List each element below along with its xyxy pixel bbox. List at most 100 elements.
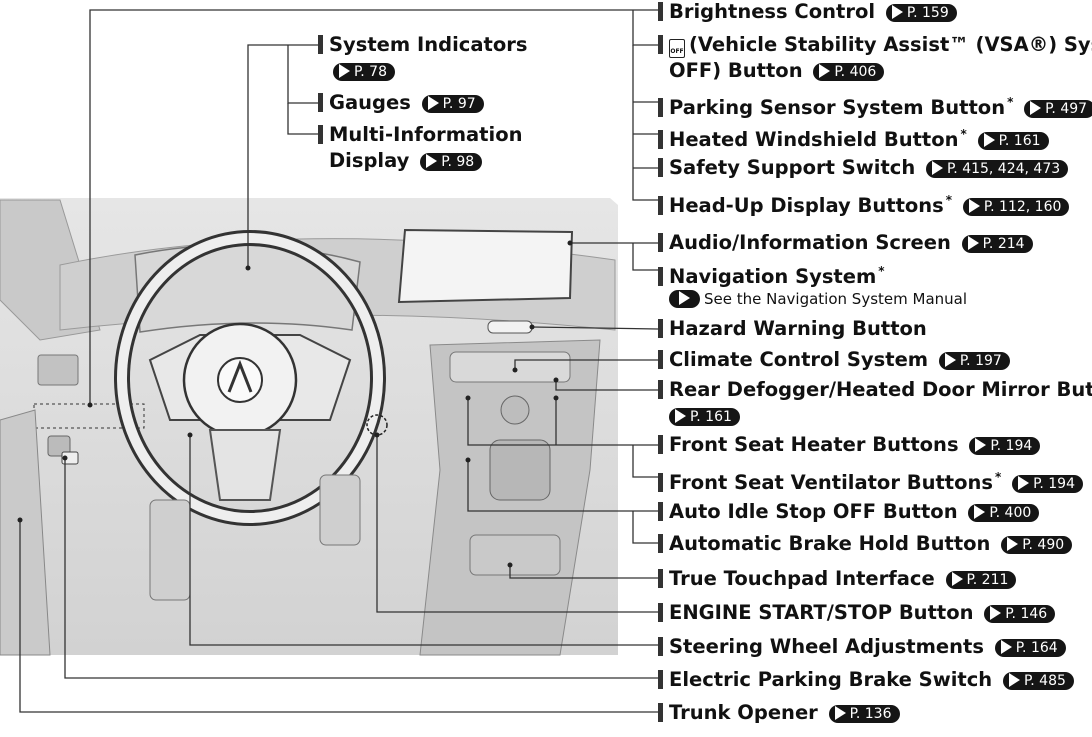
bullet-mark [658, 569, 663, 588]
page-ref[interactable]: P. 197 [938, 352, 1010, 370]
arrow-icon [974, 505, 986, 519]
label-head-up-display-buttons: Head-Up Display Buttons* P. 112, 160 [658, 187, 1070, 219]
page-number: 415, 424, 473 [962, 161, 1061, 177]
arrow-icon [891, 5, 903, 19]
label-continuation: P. 161 [658, 403, 1092, 429]
label-text: Electric Parking Brake Switch [669, 668, 993, 691]
page-prefix: P. [906, 5, 918, 21]
page-prefix: P. [1024, 673, 1035, 689]
label-text: Hazard Warning Button [669, 317, 927, 340]
arrow-icon [679, 291, 690, 305]
label-text: Front Seat Heater Buttons [669, 433, 959, 456]
label-front-seat-ventilator-buttons: Front Seat Ventilator Buttons* P. 194 [658, 464, 1083, 496]
arrow-icon [834, 706, 846, 720]
bullet-mark [318, 35, 323, 54]
bullet-mark [318, 93, 323, 112]
page-prefix: P. [966, 572, 978, 588]
label-text: See the Navigation System Manual [704, 290, 968, 308]
arrow-icon [339, 64, 350, 78]
page-ref[interactable]: P. 194 [969, 437, 1041, 455]
page-ref[interactable]: P. 161 [977, 132, 1049, 150]
label-system-indicators: System Indicators P. 78 [318, 32, 527, 84]
page-ref[interactable]: P. 194 [1012, 475, 1083, 493]
page-number: 161 [705, 409, 732, 425]
page-number: 112, 160 [999, 199, 1062, 215]
page-ref[interactable] [669, 290, 700, 308]
label-continuation: P. 78 [318, 58, 527, 84]
page-prefix: P. [442, 96, 454, 112]
page-ref[interactable]: P. 136 [828, 705, 900, 723]
page-ref[interactable]: P. 161 [669, 408, 740, 426]
page-prefix: P. [1015, 640, 1027, 656]
page-number: 497 [1060, 101, 1088, 117]
page-number: 161 [1013, 133, 1041, 149]
info-screen-shape [397, 228, 574, 304]
page-number: 159 [922, 5, 949, 21]
arrow-icon [967, 236, 979, 250]
label-trunk-opener: Trunk Opener P. 136 [658, 700, 900, 726]
footnote-star: * [945, 193, 953, 207]
page-number: 98 [456, 154, 475, 170]
page-prefix: P. [849, 706, 861, 722]
page-ref[interactable]: P. 400 [968, 504, 1040, 522]
page-number: 164 [1030, 640, 1058, 656]
bullet-mark [318, 125, 323, 144]
bullet-mark [658, 350, 663, 369]
label-text: Brightness Control [669, 0, 876, 23]
label-text: True Touchpad Interface [669, 567, 935, 590]
bullet-mark [658, 534, 663, 553]
page-ref[interactable]: P. 159 [885, 4, 957, 22]
label-gauges: Gauges P. 97 [318, 90, 484, 116]
label-text: ENGINE START/STOP Button [669, 601, 974, 624]
page-number: 97 [457, 96, 476, 112]
page-ref[interactable]: P. 490 [1001, 536, 1073, 554]
bullet-mark [658, 703, 663, 722]
label-safety-support-switch: Safety Support Switch P. 415, 424, 473 [658, 155, 1069, 181]
page-ref[interactable]: P. 78 [333, 63, 395, 81]
footnote-star: * [1007, 95, 1014, 109]
label-true-touchpad-interface: True Touchpad Interface P. 211 [658, 566, 1017, 592]
page-ref[interactable]: P. 211 [945, 571, 1017, 589]
page-prefix: P. [354, 64, 365, 80]
bullet-mark [658, 196, 663, 215]
page-prefix: P. [982, 236, 994, 252]
page-number: 490 [1037, 537, 1065, 553]
label-multi-information-display: Multi-Information Display P. 98 [318, 122, 522, 174]
page-ref[interactable]: P. 112, 160 [962, 198, 1070, 216]
label-climate-control-system: Climate Control System P. 197 [658, 347, 1010, 373]
label-text: Parking Sensor System Button [669, 96, 1006, 119]
page-ref[interactable]: P. 98 [420, 153, 483, 171]
label-brightness-control: Brightness Control P. 159 [658, 0, 957, 25]
label-text: Gauges [329, 91, 411, 114]
arrow-icon [675, 409, 686, 423]
label-text: Automatic Brake Hold Button [669, 532, 991, 555]
page-prefix: P. [959, 353, 971, 369]
label-text: Steering Wheel Adjustments [669, 635, 984, 658]
page-prefix: P. [989, 505, 1001, 521]
page-ref[interactable]: P. 97 [421, 95, 484, 113]
page-prefix: P. [998, 133, 1010, 149]
bullet-mark [658, 637, 663, 656]
page-ref[interactable]: P. 406 [813, 63, 885, 81]
vsa-off-icon: OFF [669, 39, 685, 58]
label-text: Head-Up Display Buttons [669, 194, 944, 217]
page-prefix: P. [441, 154, 452, 170]
label-hazard-warning-button: Hazard Warning Button [658, 316, 927, 342]
bullet-mark [658, 502, 663, 521]
label-heated-windshield-button: Heated Windshield Button* P. 161 [658, 121, 1049, 153]
page-ref[interactable]: P. 164 [994, 639, 1066, 657]
page-ref[interactable]: P. 497 [1024, 100, 1092, 118]
label-text: Heated Windshield Button [669, 128, 959, 151]
label-electric-parking-brake-switch: Electric Parking Brake Switch P. 485 [658, 667, 1074, 693]
label-text: Display [329, 149, 410, 172]
bullet-mark [658, 670, 663, 689]
label-automatic-brake-hold-button: Automatic Brake Hold Button P. 490 [658, 531, 1073, 557]
page-ref[interactable]: P. 485 [1003, 672, 1074, 690]
arrow-icon [975, 438, 987, 452]
page-prefix: P. [1022, 537, 1033, 553]
page-ref[interactable]: P. 214 [961, 235, 1033, 253]
footnote-star: * [878, 264, 885, 278]
page-ref[interactable]: P. 415, 424, 473 [926, 160, 1069, 178]
footnote-star: * [960, 127, 967, 141]
page-ref[interactable]: P. 146 [984, 605, 1056, 623]
